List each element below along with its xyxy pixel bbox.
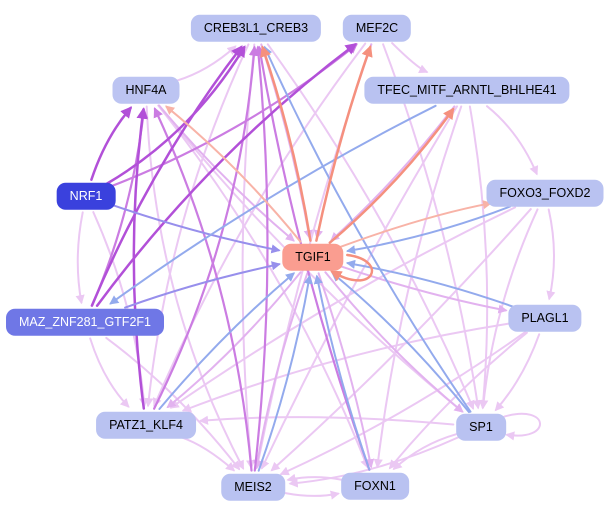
edge-NRF1-to-TGIF1 bbox=[111, 204, 281, 254]
edge-MEIS2-to-FOXN1 bbox=[284, 490, 340, 500]
edge-MAZ_ZNF281_GTF2F1-to-TGIF1 bbox=[124, 261, 281, 309]
edge-PATZ1_KLF4-to-MEIS2 bbox=[180, 436, 236, 472]
edge-NRF1-to-CREB3L1_CREB3 bbox=[105, 45, 246, 185]
edge-FOXN1-to-MEIS2 bbox=[286, 473, 342, 483]
edge-MAZ_ZNF281_GTF2F1-to-MEIS2 bbox=[105, 336, 241, 471]
edge-MEIS2-to-TGIF1 bbox=[257, 274, 313, 472]
edge-NRF1-to-MEF2C bbox=[110, 43, 358, 188]
edge-PATZ1_KLF4-to-HNF4A bbox=[132, 107, 148, 410]
edge-PATZ1_KLF4-to-CREB3L1_CREB3 bbox=[153, 45, 259, 410]
edge-NRF1-to-HNF4A bbox=[90, 106, 133, 181]
edge-TFEC_MITF_ARNTL_BHLHE41-to-SP1 bbox=[468, 105, 489, 410]
node-MAZ_ZNF281_GTF2F1[interactable]: MAZ_ZNF281_GTF2F1 bbox=[6, 308, 164, 336]
edge-TGIF1-to-FOXN1 bbox=[317, 272, 375, 469]
edge-HNF4A-to-TGIF1 bbox=[158, 104, 295, 242]
edge-SP1-to-PATZ1_KLF4 bbox=[198, 415, 455, 426]
edge-MEIS2-to-CREB3L1_CREB3 bbox=[253, 45, 269, 472]
edge-CREB3L1_CREB3-to-TGIF1 bbox=[260, 43, 313, 240]
edge-MEIS2-to-HNF4A bbox=[153, 107, 253, 472]
edge-TGIF1-to-MEF2C bbox=[315, 45, 373, 242]
edge-HNF4A-to-MEIS2 bbox=[145, 105, 245, 470]
edge-TGIF1-to-MEIS2 bbox=[253, 272, 309, 470]
edge-TFEC_MITF_ARNTL_BHLHE41-to-TGIF1 bbox=[330, 105, 456, 242]
edge-PATZ1_KLF4-to-TGIF1 bbox=[158, 272, 296, 410]
node-FOXN1[interactable]: FOXN1 bbox=[341, 472, 409, 500]
edge-MAZ_ZNF281_GTF2F1-to-CREB3L1_CREB3 bbox=[90, 45, 243, 307]
edge-PLAGL1-to-TGIF1 bbox=[345, 259, 516, 309]
node-PATZ1_KLF4[interactable]: PATZ1_KLF4 bbox=[96, 411, 196, 439]
edge-SP1-to-CREB3L1_CREB3 bbox=[263, 45, 472, 413]
edge-MAZ_ZNF281_GTF2F1-to-MEF2C bbox=[95, 43, 358, 307]
edge-FOXO3_FOXD2-to-PATZ1_KLF4 bbox=[169, 206, 517, 409]
node-TFEC_MITF_ARNTL_BHLHE41[interactable]: TFEC_MITF_ARNTL_BHLHE41 bbox=[364, 76, 570, 104]
node-PLAGL1[interactable]: PLAGL1 bbox=[508, 304, 582, 332]
edge-HNF4A-to-CREB3L1_CREB3 bbox=[175, 45, 237, 82]
node-CREB3L1_CREB3[interactable]: CREB3L1_CREB3 bbox=[190, 14, 322, 42]
edge-TGIF1-to-CREB3L1_CREB3 bbox=[260, 45, 312, 242]
node-FOXO3_FOXD2[interactable]: FOXO3_FOXD2 bbox=[486, 179, 604, 207]
edge-TFEC_MITF_ARNTL_BHLHE41-to-FOXO3_FOXD2 bbox=[486, 105, 539, 176]
edge-PLAGL1-to-FOXN1 bbox=[388, 331, 528, 470]
edge-TGIF1-to-SP1 bbox=[324, 271, 464, 413]
edge-FOXO3_FOXD2-to-PLAGL1 bbox=[546, 208, 556, 301]
edge-SP1-to-FOXN1 bbox=[392, 433, 457, 471]
node-MEIS2[interactable]: MEIS2 bbox=[221, 473, 285, 501]
edge-TGIF1-to-PLAGL1 bbox=[339, 265, 508, 314]
edge-TFEC_MITF_ARNTL_BHLHE41-to-FOXN1 bbox=[373, 105, 463, 469]
edge-CREB3L1_CREB3-to-SP1 bbox=[266, 43, 475, 410]
edge-TGIF1-to-TGIF1 bbox=[330, 253, 374, 282]
edge-FOXN1-to-TGIF1 bbox=[313, 274, 371, 471]
node-NRF1[interactable]: NRF1 bbox=[56, 182, 116, 210]
edge-TGIF1-to-PATZ1_KLF4 bbox=[166, 271, 302, 409]
edge-MEF2C-to-PATZ1_KLF4 bbox=[152, 42, 367, 408]
node-TGIF1[interactable]: TGIF1 bbox=[282, 243, 344, 271]
edge-PLAGL1-to-MEIS2 bbox=[279, 331, 526, 476]
edge-SP1-to-TGIF1 bbox=[331, 272, 470, 414]
edge-NRF1-to-MAZ_ZNF281_GTF2F1 bbox=[75, 211, 85, 305]
edge-MAZ_ZNF281_GTF2F1-to-PATZ1_KLF4 bbox=[89, 337, 130, 408]
node-SP1[interactable]: SP1 bbox=[456, 413, 506, 441]
edge-PLAGL1-to-SP1 bbox=[494, 333, 541, 412]
edge-TGIF1-to-HNF4A bbox=[165, 105, 302, 243]
node-HNF4A[interactable]: HNF4A bbox=[112, 76, 180, 104]
edge-TGIF1-to-TFEC_MITF_ARNTL_BHLHE41 bbox=[328, 107, 455, 244]
edge-PLAGL1-to-PATZ1_KLF4 bbox=[181, 322, 509, 413]
node-MEF2C[interactable]: MEF2C bbox=[342, 14, 412, 42]
edge-CREB3L1_CREB3-to-PATZ1_KLF4 bbox=[144, 43, 250, 408]
edge-TFEC_MITF_ARNTL_BHLHE41-to-MAZ_ZNF281_GTF2F1 bbox=[109, 104, 437, 305]
edge-TGIF1-to-FOXO3_FOXD2 bbox=[338, 200, 493, 249]
edge-SP1-to-SP1 bbox=[503, 412, 541, 441]
edge-MEF2C-to-TFEC_MITF_ARNTL_BHLHE41 bbox=[391, 42, 429, 74]
